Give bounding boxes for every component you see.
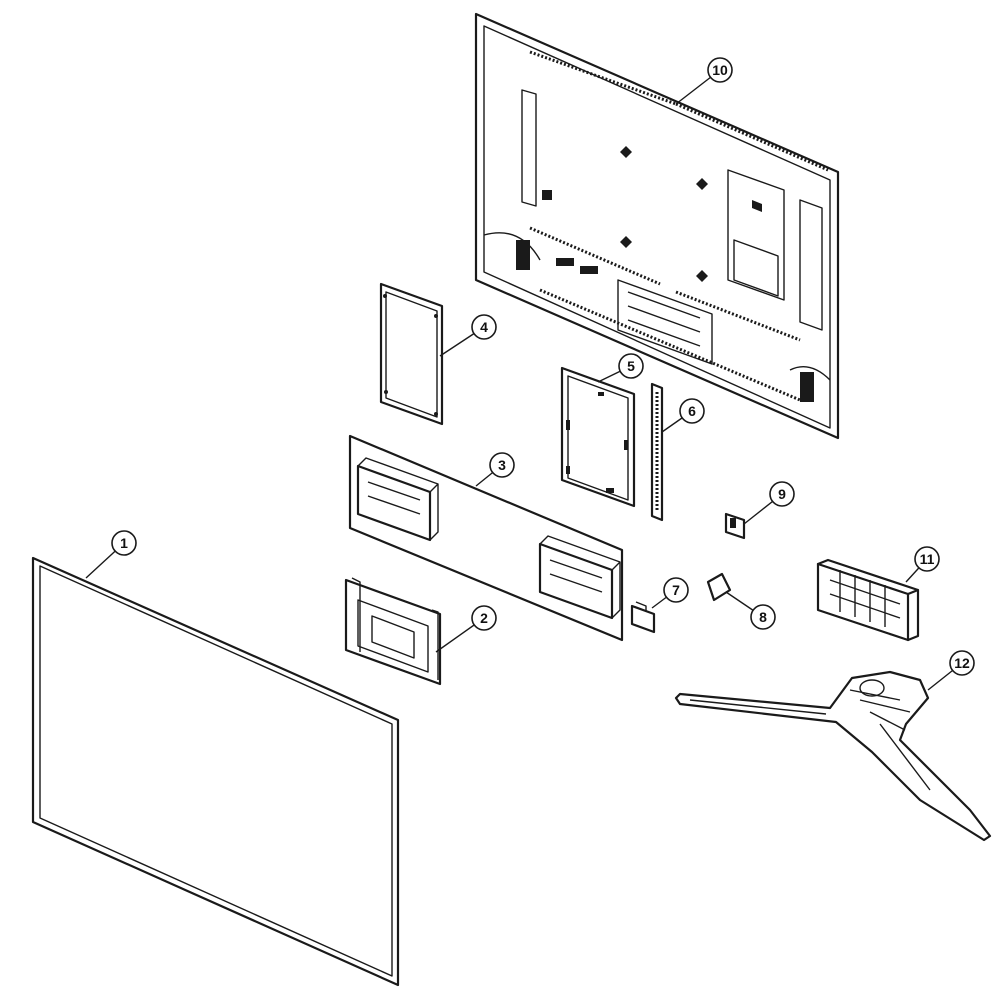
callout-9-label: 9 — [778, 486, 786, 502]
part-2-wall-bracket[interactable] — [344, 577, 442, 686]
part-11-stand-cover[interactable] — [816, 558, 920, 642]
part-7-clip[interactable] — [630, 601, 656, 634]
callout-7-label: 7 — [672, 582, 680, 598]
callout-12: 12 — [949, 650, 975, 676]
callout-6-label: 6 — [688, 403, 696, 419]
callout-2-label: 2 — [480, 610, 488, 626]
callout-10: 10 — [707, 57, 733, 83]
part-6-strip-board[interactable] — [650, 382, 664, 522]
callout-8: 8 — [750, 604, 776, 630]
callout-5-label: 5 — [627, 358, 635, 374]
part-5-main-board[interactable] — [560, 366, 636, 508]
callout-8-label: 8 — [759, 609, 767, 625]
part-4-board[interactable] — [379, 282, 444, 426]
callout-11: 11 — [914, 546, 940, 572]
callout-4-label: 4 — [480, 319, 488, 335]
callout-10-label: 10 — [712, 62, 728, 78]
callout-4: 4 — [471, 314, 497, 340]
part-3-bracket-assembly[interactable] — [348, 434, 624, 642]
callout-12-label: 12 — [954, 655, 970, 671]
part-8-clip[interactable] — [706, 572, 732, 602]
callout-1: 1 — [111, 530, 137, 556]
callout-11-label: 11 — [920, 551, 935, 567]
callout-1-label: 1 — [120, 535, 128, 551]
callout-9: 9 — [769, 481, 795, 507]
callout-3: 3 — [489, 452, 515, 478]
callout-2: 2 — [471, 605, 497, 631]
callout-5: 5 — [618, 353, 644, 379]
part-10-rear-cover[interactable] — [474, 12, 840, 440]
callout-7: 7 — [663, 577, 689, 603]
part-12-stand[interactable] — [674, 670, 992, 842]
part-9-clip[interactable] — [724, 512, 746, 540]
callout-3-label: 3 — [498, 457, 506, 473]
callout-6: 6 — [679, 398, 705, 424]
part-1-panel[interactable] — [31, 556, 400, 987]
